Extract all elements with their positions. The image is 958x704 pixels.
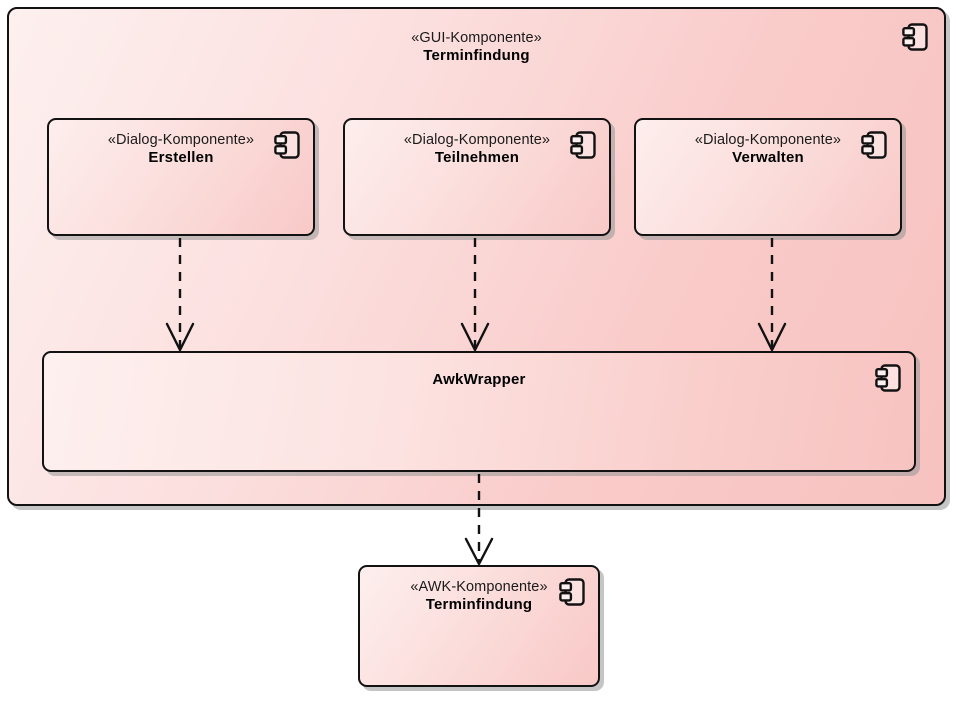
component-dialog-verwalten[interactable]: «Dialog-Komponente» Verwalten: [634, 118, 902, 236]
component-awk-terminfindung[interactable]: «AWK-Komponente» Terminfindung: [358, 565, 600, 687]
component-gui-terminfindung-labels: «GUI-Komponente» Terminfindung: [9, 30, 944, 65]
uml-component-icon: [570, 131, 596, 159]
component-awkwrapper-name: AwkWrapper: [432, 371, 526, 388]
uml-component-icon: [861, 131, 887, 159]
uml-component-icon: [274, 131, 300, 159]
component-gui-terminfindung-stereotype: «GUI-Komponente»: [411, 30, 542, 46]
component-dialog-teilnehmen[interactable]: «Dialog-Komponente» Teilnehmen: [343, 118, 611, 236]
uml-component-icon: [875, 364, 901, 392]
component-gui-terminfindung-name: Terminfindung: [423, 47, 530, 65]
uml-component-icon: [559, 578, 585, 606]
component-awkwrapper[interactable]: AwkWrapper: [42, 351, 916, 472]
uml-component-icon: [902, 23, 928, 51]
component-awkwrapper-labels: AwkWrapper: [44, 371, 914, 389]
component-dialog-erstellen[interactable]: «Dialog-Komponente» Erstellen: [47, 118, 315, 236]
